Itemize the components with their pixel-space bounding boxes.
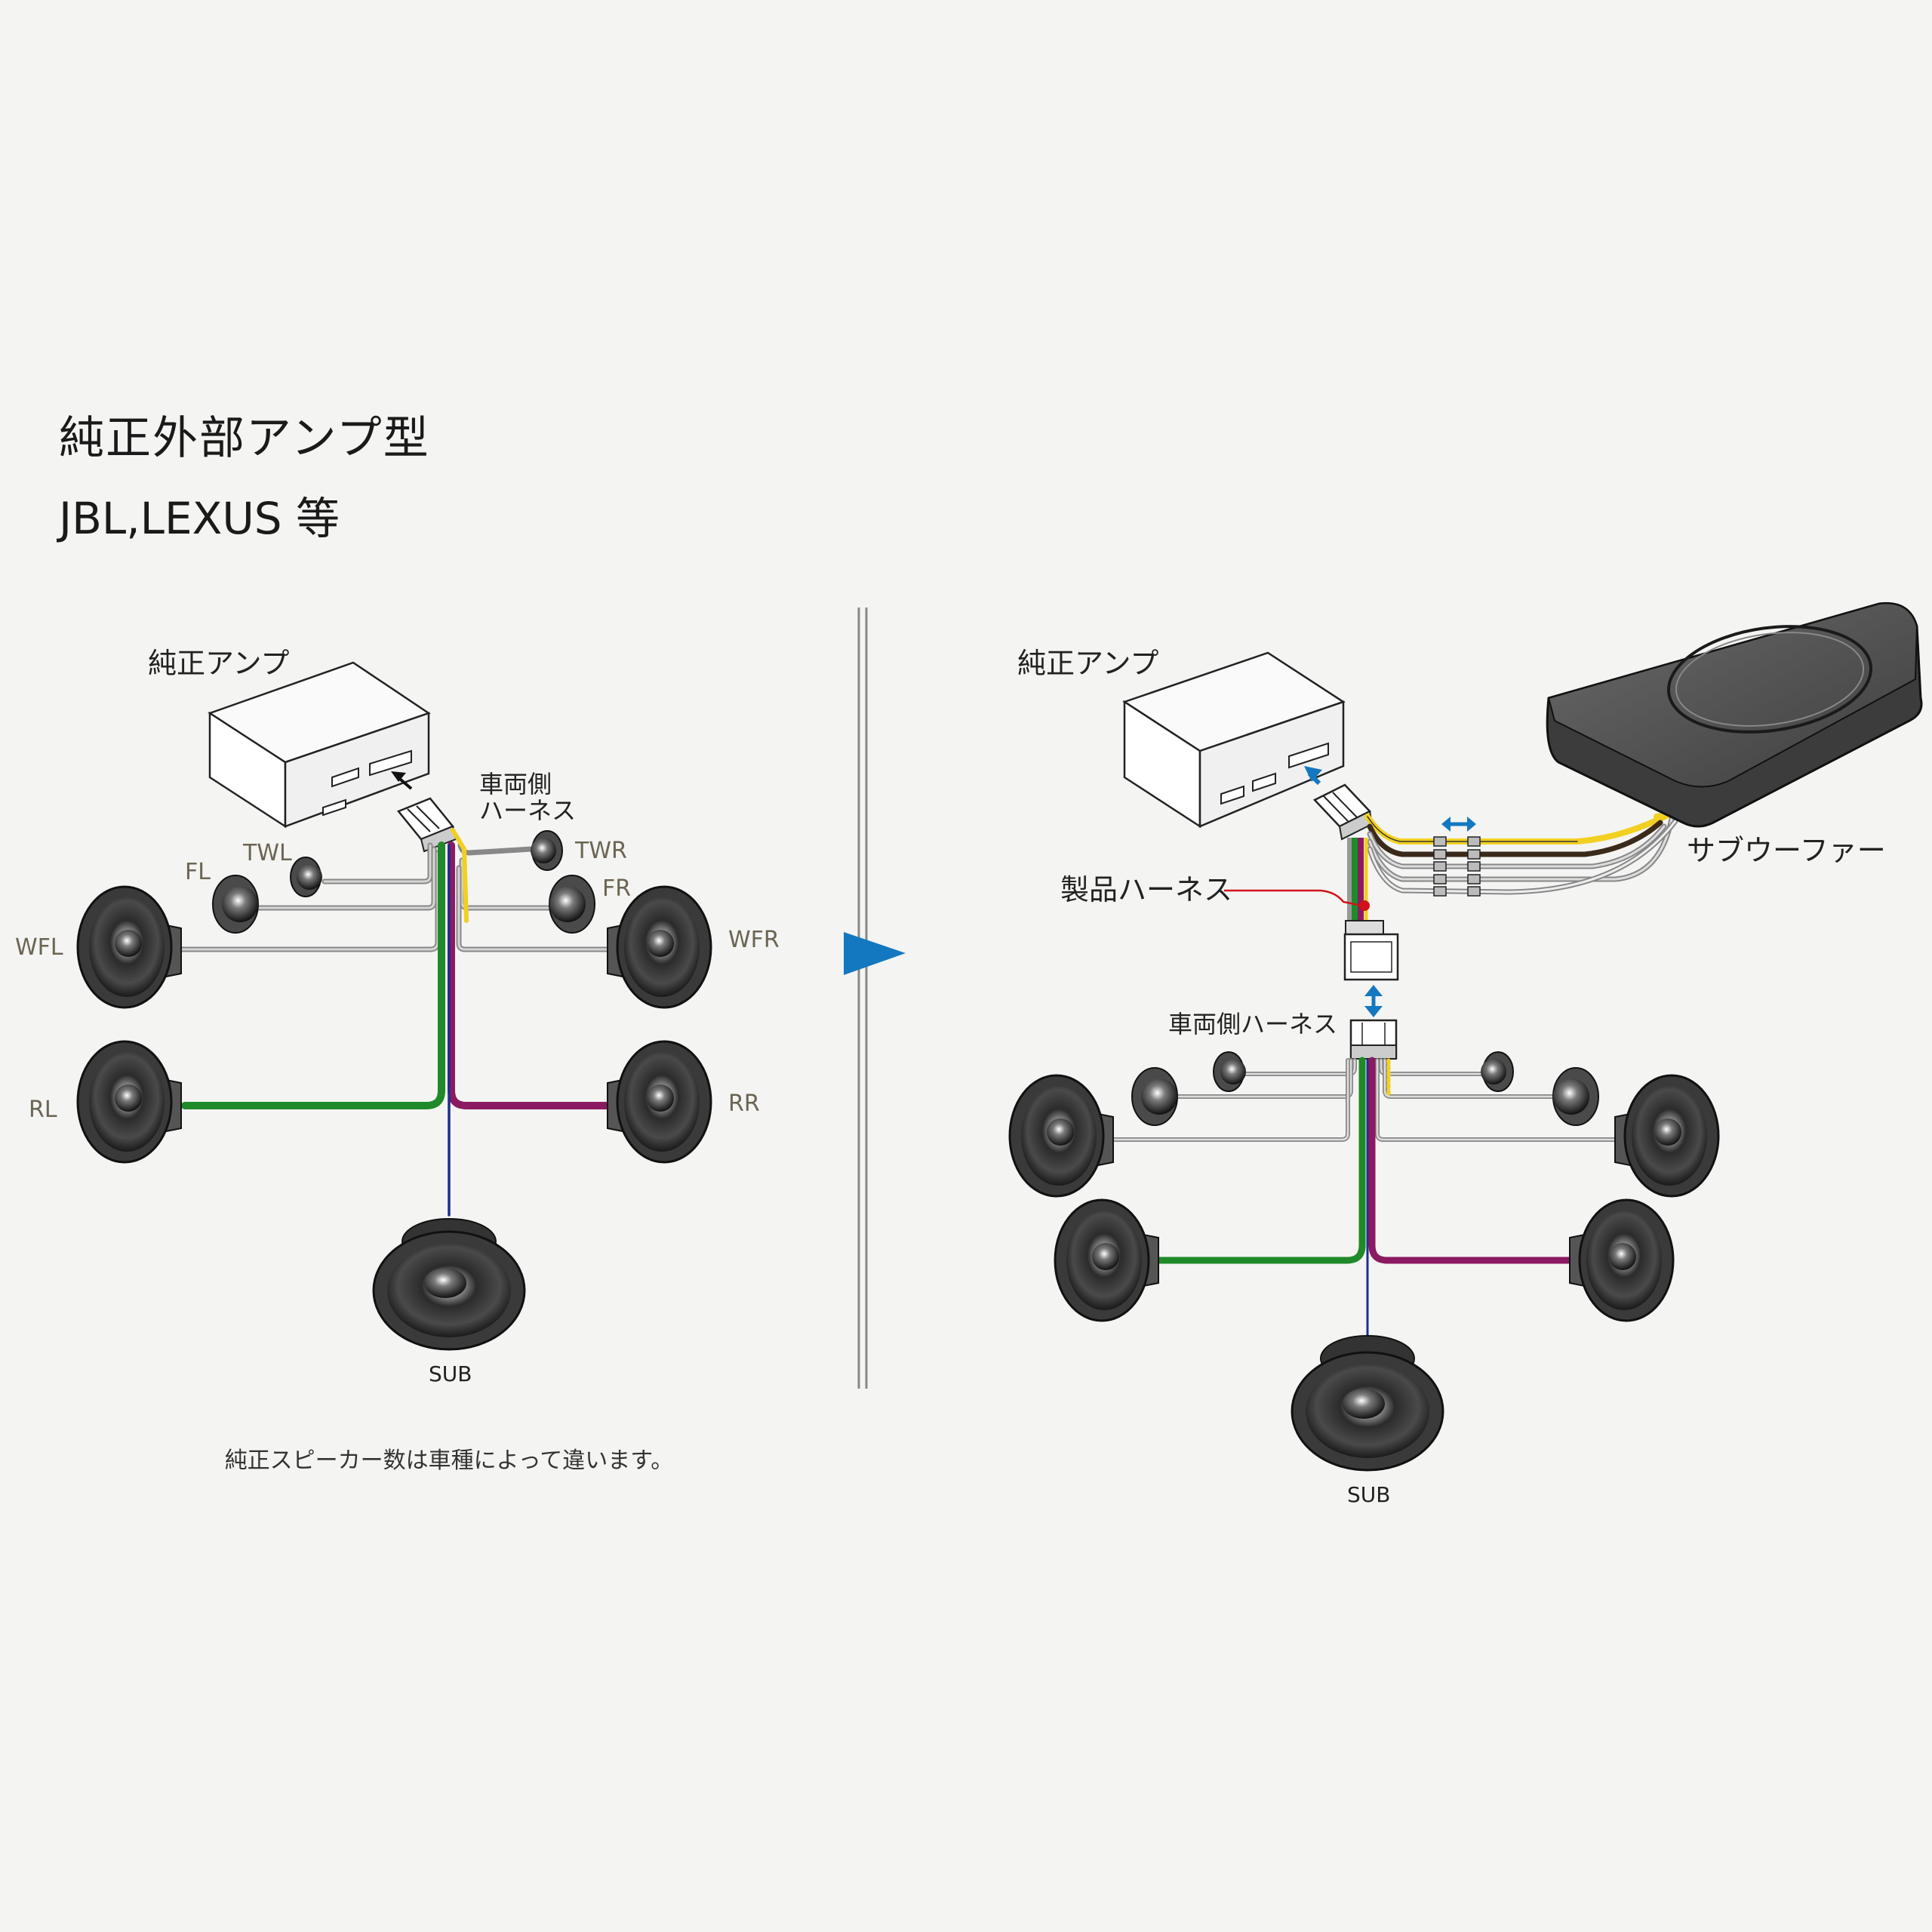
label-twr: TWR [574,838,627,864]
speaker-after-sub [1291,1335,1444,1472]
transition-arrow-icon [844,932,906,975]
label-fr: FR [602,875,631,902]
terminal-swap-arrow-icon [1441,817,1476,832]
speaker-fl [212,875,259,934]
oem-amp-before [208,661,431,829]
harness-label-before-1: 車両側 [479,770,552,798]
label-sub-before: SUB [429,1361,472,1386]
product-harness-connector [1304,766,1374,841]
subwoofer-label: サブウーファー [1687,834,1886,867]
speaker-wfl [76,885,182,1009]
label-rl: RL [29,1097,57,1123]
speaker-after-wfr [1614,1074,1720,1198]
label-twl: TWL [242,840,292,866]
speaker-rr [607,1040,712,1164]
amp-label-after: 純正アンプ [1017,647,1158,680]
speaker-after-wfl [1008,1074,1114,1198]
speaker-twl [290,857,322,897]
page-title: 純正外部アンプ型 [59,412,430,465]
label-wfr: WFR [728,927,780,953]
after-diagram: 純正アンプ [1008,601,1923,1507]
subwoofer-enclosure [1546,601,1923,828]
wires-to-subwoofer [1364,812,1678,895]
before-diagram: 純正アンプ 車両側 ハーネス [15,647,780,1386]
speaker-after-fl [1131,1067,1178,1126]
speaker-after-twl [1213,1051,1246,1092]
wires-before [178,828,623,1217]
product-harness-pointer [1224,889,1363,907]
terminal-connectors [1433,836,1481,897]
speaker-after-rl [1054,1198,1159,1322]
speaker-twr [531,830,563,871]
speaker-sub-before [372,1218,526,1351]
vehicle-harness-label-after: 車両側ハーネス [1168,1010,1337,1038]
label-sub-after: SUB [1347,1482,1390,1507]
speaker-after-rr [1569,1198,1675,1322]
oem-amp-after [1122,651,1346,829]
vehicle-harness-connector-after [1349,1019,1398,1060]
harness-label-before-2: ハーネス [479,796,576,825]
label-wfl: WFL [15,934,63,961]
page-subtitle: JBL,LEXUS 等 [59,493,340,544]
speaker-wfr [607,885,712,1009]
speaker-fr [549,875,595,934]
amp-label-before: 純正アンプ [148,647,289,680]
speaker-after-twr [1481,1051,1514,1092]
product-harness-bottom-connector [1343,920,1399,981]
divider [857,608,868,1389]
label-rr: RR [728,1091,760,1117]
speaker-rl [76,1040,182,1164]
product-harness-trunk [1347,838,1370,924]
label-fl: FL [185,859,211,885]
vertical-connect-arrow-icon [1364,985,1383,1017]
wires-after [1107,1057,1621,1341]
speaker-count-note: 純正スピーカー数は車種によって違います。 [224,1447,674,1474]
product-harness-label: 製品ハーネス [1060,873,1232,906]
speaker-after-fr [1552,1067,1599,1126]
